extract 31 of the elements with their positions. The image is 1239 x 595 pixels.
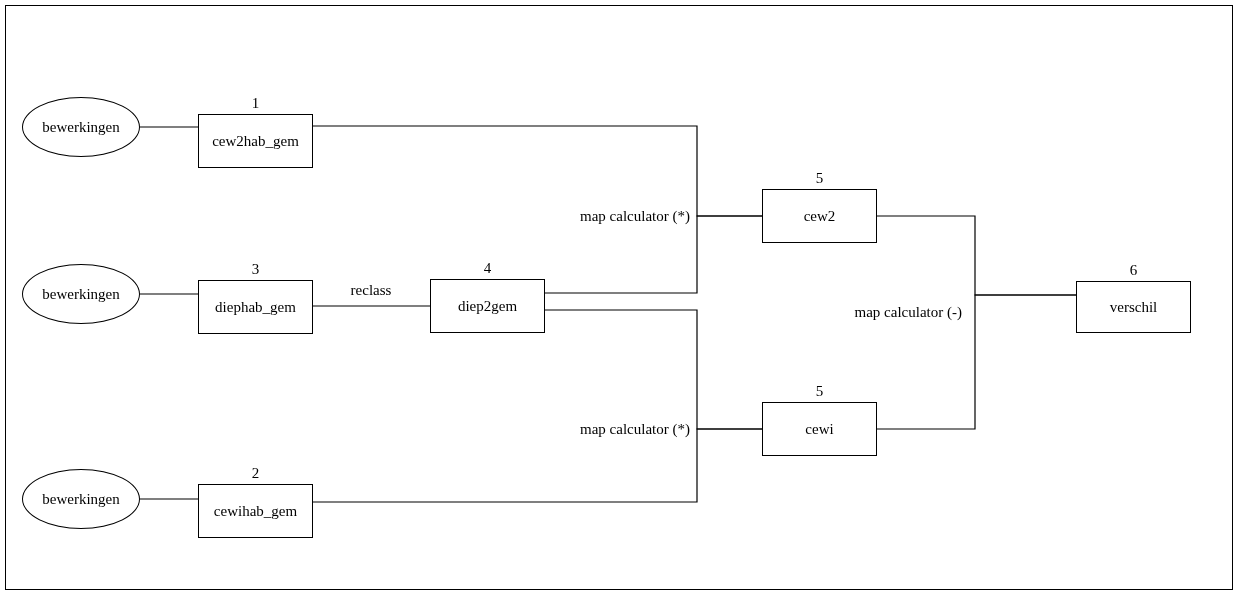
connector-line [544, 215, 763, 294]
node-text: cew2hab_gem [211, 132, 300, 150]
node-text: verschil [1108, 298, 1159, 316]
process-box [198, 114, 313, 168]
connector-line [139, 293, 199, 295]
step-number: 6 [1128, 261, 1139, 279]
node-text: bewerkingen [41, 285, 121, 303]
process-box [762, 189, 877, 243]
step-number: 5 [814, 382, 825, 400]
process-box [1076, 281, 1191, 333]
process-box [198, 484, 313, 538]
node-text: diephab_gem [214, 298, 297, 316]
process-box [430, 279, 545, 333]
node-text: bewerkingen [41, 490, 121, 508]
step-number: 4 [482, 259, 493, 277]
connector-line [139, 498, 199, 500]
process-box [762, 402, 877, 456]
step-number: 3 [250, 260, 261, 278]
process-box [198, 280, 313, 334]
node-text: cewihab_gem [212, 502, 299, 520]
node-text: bewerkingen [41, 118, 121, 136]
node-text: cew2 [802, 207, 837, 225]
connector-line [312, 305, 431, 307]
step-number: 2 [250, 464, 261, 482]
node-text: diep2gem [456, 297, 519, 315]
node-text: cewi [804, 420, 835, 438]
step-number: 5 [814, 169, 825, 187]
connector-line [312, 428, 763, 503]
step-number: 1 [250, 94, 261, 112]
connector-line [139, 126, 199, 128]
connector-line [876, 294, 1077, 430]
